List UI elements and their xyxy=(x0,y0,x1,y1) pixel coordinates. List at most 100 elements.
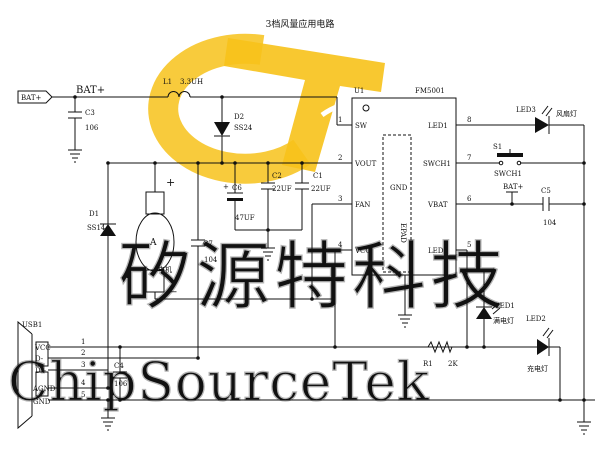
ground-symbols xyxy=(68,149,591,435)
u1-ref: U1 xyxy=(354,87,364,95)
capacitor-c1: C1 22UF xyxy=(295,172,331,193)
c5-value: 104 xyxy=(543,219,557,227)
d1-ref: D1 xyxy=(89,210,99,218)
c4-ref: C4 xyxy=(114,362,124,370)
led1: LED1 满电灯 xyxy=(476,302,515,325)
usb-pin-number-2: 2 xyxy=(81,349,85,357)
motor: A + — 电机 xyxy=(135,176,177,298)
pin-vout: VOUT xyxy=(354,160,377,168)
pin-led0: LED0 xyxy=(428,247,448,255)
c7-ref: C7 xyxy=(203,240,213,248)
usb-pin-vcc: VCC xyxy=(34,344,51,352)
usb-pin-dminus: D- xyxy=(35,355,44,363)
c2-ref: C2 xyxy=(272,172,282,180)
bat-right-label: BAT+ xyxy=(503,183,523,191)
resistor-r1: R1 2K xyxy=(423,340,458,368)
c6-plus: + xyxy=(223,183,229,191)
usb-pin-number-5: 5 xyxy=(81,391,85,399)
pin-number-3: 3 xyxy=(338,195,342,203)
capacitor-c4: C4 106 xyxy=(113,362,128,388)
capacitor-c7: C7 104 xyxy=(191,239,218,264)
c1-value: 22UF xyxy=(311,185,331,193)
c7-value: 104 xyxy=(204,256,218,264)
d2-value: SS24 xyxy=(234,124,253,132)
usb-pin-number-1: 1 xyxy=(81,338,85,346)
c6-ref: C6 xyxy=(232,184,242,192)
watermark: 矽源特科技 ChipSourceTek xyxy=(7,33,508,414)
diagram-title: 3档风量应用电路 xyxy=(266,18,335,30)
motor-plus: + xyxy=(166,176,175,189)
usb-pin-gnd: GND xyxy=(33,398,51,406)
capacitor-c6: + C6 47UF xyxy=(223,183,255,222)
ground-icon xyxy=(261,247,275,261)
pin-swch1: SWCH1 xyxy=(423,160,451,168)
motor-symbol: A xyxy=(149,238,157,248)
junctions xyxy=(73,95,586,402)
c2-value: 22UF xyxy=(272,185,292,193)
led2-desc: 充电灯 xyxy=(527,364,548,373)
ground-icon xyxy=(577,421,591,435)
u1-epad: EPAD xyxy=(399,223,407,243)
c5-ref: C5 xyxy=(541,187,551,195)
pin-number-8: 8 xyxy=(467,116,471,124)
bat-right-c5: BAT+ C5 104 xyxy=(503,183,557,227)
usb-ref: USB1 xyxy=(22,321,42,329)
pin-vbat: VBAT xyxy=(427,201,448,209)
watermark-en: ChipSourceTek xyxy=(8,352,430,413)
r1-value: 2K xyxy=(448,360,458,368)
ground-icon xyxy=(101,417,115,431)
s1-desc: SWCH1 xyxy=(494,170,522,178)
capacitor-c2: C2 22UF xyxy=(261,172,292,193)
pin-led1: LED1 xyxy=(428,122,448,130)
led3-ref: LED3 xyxy=(516,106,536,114)
pin-vcc: VCC xyxy=(354,247,371,255)
c1-ref: C1 xyxy=(313,172,323,180)
inductor-l1: L1 3.3UH xyxy=(163,78,203,98)
led2: LED2 充电灯 xyxy=(526,315,554,373)
s1-ref: S1 xyxy=(493,143,502,151)
c3-value: 106 xyxy=(85,124,99,132)
c4-value: 106 xyxy=(114,380,128,388)
r1-ref: R1 xyxy=(423,360,433,368)
diode-d1: D1 SS14 xyxy=(87,210,116,236)
usb-pin-dplus: D+ xyxy=(35,367,47,375)
pin-number-6: 6 xyxy=(467,195,472,203)
usb-connector: USB1 VCC D- D+ AGND GND 1 2 3 4 5 xyxy=(17,320,86,430)
switch-s1: S1 SWCH1 xyxy=(493,143,523,178)
pin-number-1: 1 xyxy=(338,116,342,124)
cst-logo xyxy=(148,33,389,184)
bat-net-label: BAT+ xyxy=(76,85,105,96)
led3: LED3 风扇灯 xyxy=(516,105,577,134)
led3-desc: 风扇灯 xyxy=(556,109,577,118)
d2-ref: D2 xyxy=(234,113,244,121)
l1-value: 3.3UH xyxy=(180,78,203,86)
usb-pin-number-3: 3 xyxy=(81,361,85,369)
u1-gnd: GND xyxy=(390,184,408,192)
pin-number-5: 5 xyxy=(467,241,471,249)
ground-icon xyxy=(68,149,82,163)
pin-number-4: 4 xyxy=(338,241,343,249)
wires xyxy=(48,96,595,422)
diode-d2: D2 SS24 xyxy=(214,113,253,137)
d1-value: SS14 xyxy=(87,224,106,232)
led2-ref: LED2 xyxy=(526,315,546,323)
motor-label: 电机 xyxy=(158,265,172,274)
c3-ref: C3 xyxy=(85,109,95,117)
c6-value: 47UF xyxy=(235,214,255,222)
led1-ref: LED1 xyxy=(495,302,515,310)
ground-icon xyxy=(398,314,412,328)
watermark-cn: 矽源特科技 xyxy=(118,234,508,320)
u1-part: FM5001 xyxy=(415,87,445,95)
capacitor-c3: C3 106 xyxy=(68,109,99,132)
bat-input-port: BAT+ BAT+ xyxy=(17,85,105,104)
pin-number-2: 2 xyxy=(338,154,342,162)
ic-u1: U1 FM5001 GND EPAD SW VOUT FAN VCC LED1 … xyxy=(338,87,472,276)
pin-fan: FAN xyxy=(355,201,370,209)
bat-input-label: BAT+ xyxy=(21,94,41,102)
pin-number-7: 7 xyxy=(467,154,471,162)
motor-minus: — xyxy=(166,285,177,298)
led1-desc: 满电灯 xyxy=(493,316,514,325)
usb-pin-number-4: 4 xyxy=(81,379,86,387)
usb-pin-agnd: AGND xyxy=(32,385,56,393)
